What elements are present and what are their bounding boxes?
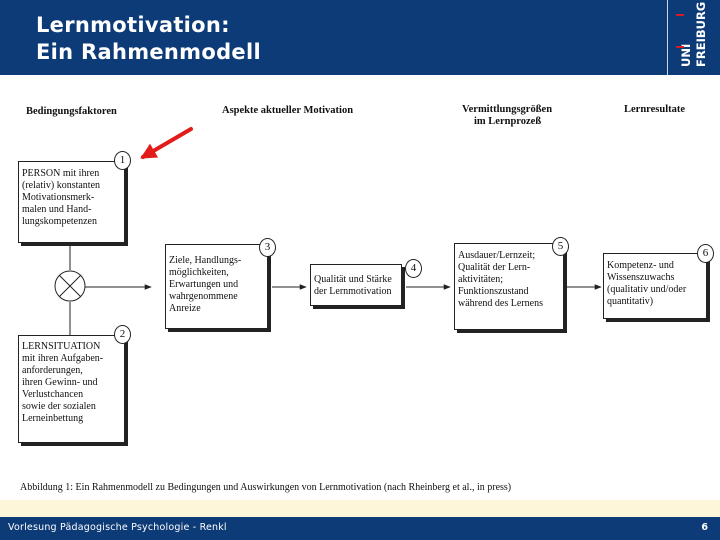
box-kompetenz-text: Kompetenz- und Wissenszuwachs (qualitati… [607,260,687,307]
box-person: PERSON mit ihren (relativ) konstanten Mo… [18,161,125,243]
bottom-strip [0,500,720,517]
box-qualitaet: Qualität und Stärke der Lernmotivation [310,264,402,306]
slide-title: Lernmotivation: Ein Rahmenmodell [36,12,261,66]
box-ziele-text: Ziele, Handlungs- möglichkeiten, Erwartu… [169,255,242,314]
box-lernsituation-text: LERNSITUATION mit ihren Aufgaben- anford… [22,341,104,424]
badge-3: 3 [259,238,276,257]
logo-freiburg-text: FREIBURG [694,2,708,67]
logo-red-mark-2 [676,14,684,16]
title-line-2: Ein Rahmenmodell [36,40,261,64]
box-person-text: PERSON mit ihren (relativ) konstanten Mo… [22,168,101,227]
slide-header: Lernmotivation: Ein Rahmenmodell UNI FRE… [0,0,720,75]
title-line-1: Lernmotivation: [36,13,230,37]
badge-5: 5 [552,237,569,256]
box-qualitaet-text: Qualität und Stärke der Lernmotivation [314,274,392,297]
logo-divider [667,0,668,75]
column-header-aspekte: Aspekte aktueller Motivation [222,105,354,116]
box-ausdauer-text: Ausdauer/Lernzeit; Qualität der Lern- ak… [458,250,543,309]
footer-text: Vorlesung Pädagogische Psychologie - Ren… [8,522,227,533]
figure-caption: Abbildung 1: Ein Rahmenmodell zu Bedingu… [20,482,512,493]
column-header-vermittlung-line1: Vermittlungsgrößen [462,104,553,115]
red-pointer-arrow-icon [140,127,193,159]
page-number: 6 [701,522,708,533]
box-kompetenz: Kompetenz- und Wissenszuwachs (qualitati… [603,253,707,319]
logo-uni-text: UNI [679,44,693,67]
badge-2: 2 [114,325,131,344]
badge-1: 1 [114,151,131,170]
box-ziele: Ziele, Handlungs- möglichkeiten, Erwartu… [165,244,268,329]
box-lernsituation: LERNSITUATION mit ihren Aufgaben- anford… [18,335,125,443]
interaction-x-line-2 [59,275,81,297]
column-header-bedingungsfaktoren: Bedingungsfaktoren [26,106,117,117]
box-ausdauer: Ausdauer/Lernzeit; Qualität der Lern- ak… [454,243,564,330]
badge-4: 4 [405,259,422,278]
column-header-lernresultate: Lernresultate [624,104,686,115]
slide-footer: Vorlesung Pädagogische Psychologie - Ren… [0,517,720,540]
column-header-vermittlung-line2: im Lernprozeß [474,116,542,127]
column-header-vermittlung: Vermittlungsgrößen im Lernprozeß [462,104,552,128]
badge-6: 6 [697,244,714,263]
logo-red-mark-1 [676,46,684,48]
uni-freiburg-logo: UNI FREIBURG [676,2,708,67]
